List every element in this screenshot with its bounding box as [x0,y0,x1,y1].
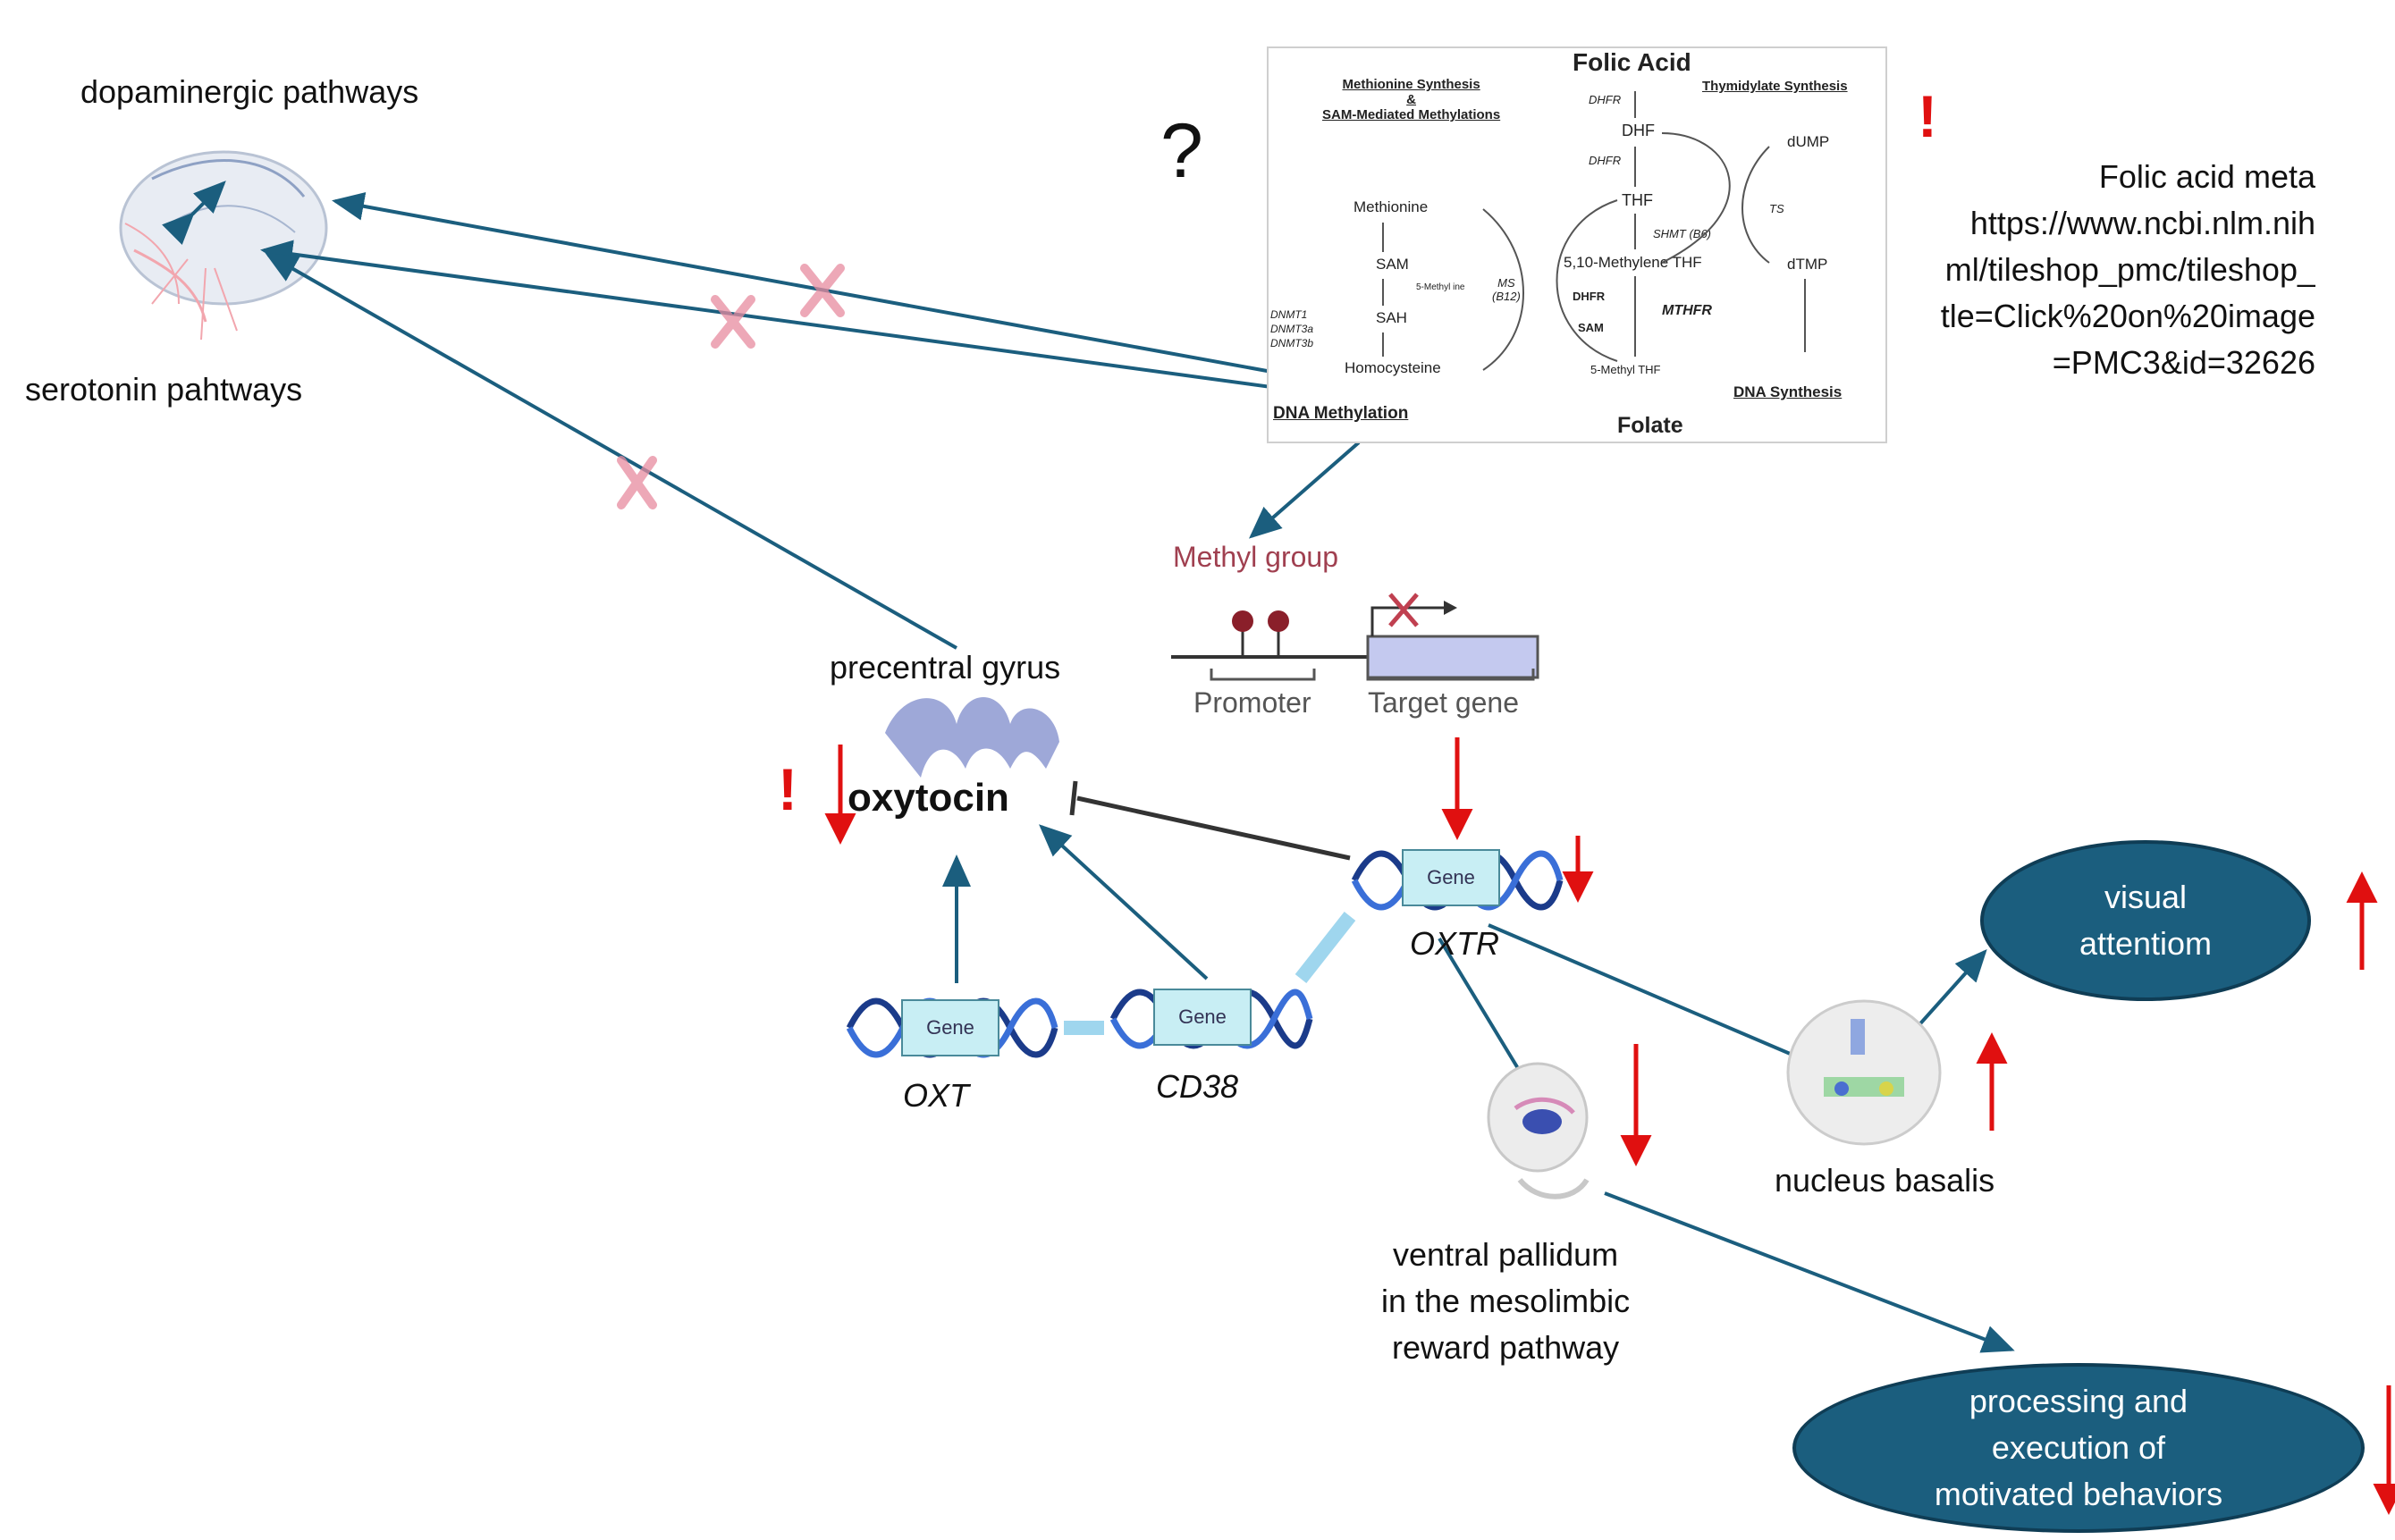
motivated-behaviors-oval: processing and execution of motivated be… [1792,1363,2365,1533]
methyl-thf-label: 5-Methyl THF [1590,363,1661,376]
oxt-gene-box: Gene [901,999,999,1056]
inhibition-bar [1069,780,1078,816]
dtmp-label: dTMP [1787,256,1828,273]
precentral-gyrus-icon [885,697,1059,778]
cd38-label: CD38 [1156,1068,1239,1105]
arrow-cd38-oxytocin [1039,824,1209,980]
folic-pathway-lines [1382,91,1806,371]
brain-ventral-pallidum-icon [1487,1062,1590,1199]
shmt-label: SHMT (B6) [1653,227,1711,240]
five-methyl-label: 5-Methyl ine [1416,282,1465,292]
oxt-label: OXT [903,1077,970,1114]
cd38-gene-box: Gene [1153,989,1252,1046]
sam-inhibitor-label: SAM [1578,321,1604,334]
block-x-mark [711,295,755,349]
dhf-label: DHF [1622,122,1655,139]
brain-nucleus-basalis-icon [1786,999,1942,1146]
question-mark: ? [1160,108,1203,194]
dopaminergic-pathways-label: dopaminergic pathways [80,73,419,110]
inhibition-oxtr-oxytocin [1076,795,1351,861]
dump-label: dUMP [1787,133,1830,150]
serotonin-pathways-label: serotonin pahtways [25,371,303,408]
dhfr-label-2: DHFR [1589,154,1622,167]
ventral-pallidum-label: ventral pallidum in the mesolimbic rewar… [1381,1236,1631,1366]
reference-url-block: Folic acid meta https://www.ncbi.nlm.nih… [1877,154,2315,395]
oxytocin-label: oxytocin [848,776,1009,820]
mthfr-label: MTHFR [1662,303,1712,318]
arrow-pallidum-motivated [1604,1191,2015,1353]
oxtr-gene-box: Gene [1402,849,1500,906]
folic-title: Folic Acid [1573,48,1691,76]
dhfr-label-1: DHFR [1589,93,1622,106]
methionine-label: Methionine [1354,198,1429,215]
precentral-gyrus-label: precentral gyrus [830,649,1061,686]
brain-dopamine-serotonin-icon [119,150,328,341]
methylene-thf-label: 5,10-Methylene THF [1564,254,1702,271]
link-cd38-oxtr [1294,912,1356,983]
folic-acid-metabolism-figure: Folic Acid Methionine Synthesis & SAM-Me… [1267,46,1887,443]
methylation-figure [1171,593,1539,681]
ms-label: MS (B12) [1492,276,1521,303]
promoter-label: Promoter [1193,686,1311,719]
sah-label: SAH [1376,309,1407,326]
dna-synthesis-label: DNA Synthesis [1733,383,1843,400]
thymidylate-header: Thymidylate Synthesis [1702,79,1848,94]
block-x-mark [617,456,657,509]
thf-label: THF [1622,191,1653,209]
sam-label: SAM [1376,256,1409,273]
dnmt-label: DNMT1 DNMT3a DNMT3b [1270,308,1314,349]
folate-label: Folate [1617,413,1683,438]
reference-url-text: Folic acid meta https://www.ncbi.nlm.nih… [1940,158,2315,381]
exclamation-folic: ! [1918,83,1937,149]
arrow-folate-methyl [1248,441,1361,539]
arrow-precentral-serotonin [265,253,957,650]
oxtr-label: OXTR [1410,925,1500,962]
ts-label: TS [1769,202,1784,215]
visual-attention-oval: visual attentiom [1980,840,2311,1001]
dna-methylation-label: DNA Methylation [1273,404,1409,423]
target-gene-label: Target gene [1368,686,1520,719]
exclamation-oxytocin: ! [778,756,797,822]
methionine-header: Methionine Synthesis & SAM-Mediated Meth… [1322,77,1501,122]
homocysteine-label: Homocysteine [1345,359,1441,376]
nucleus-basalis-label: nucleus basalis [1775,1162,1995,1199]
dhfr-label-3: DHFR [1573,290,1606,303]
methyl-group-label: Methyl group [1173,541,1338,573]
block-x-mark [800,264,845,317]
